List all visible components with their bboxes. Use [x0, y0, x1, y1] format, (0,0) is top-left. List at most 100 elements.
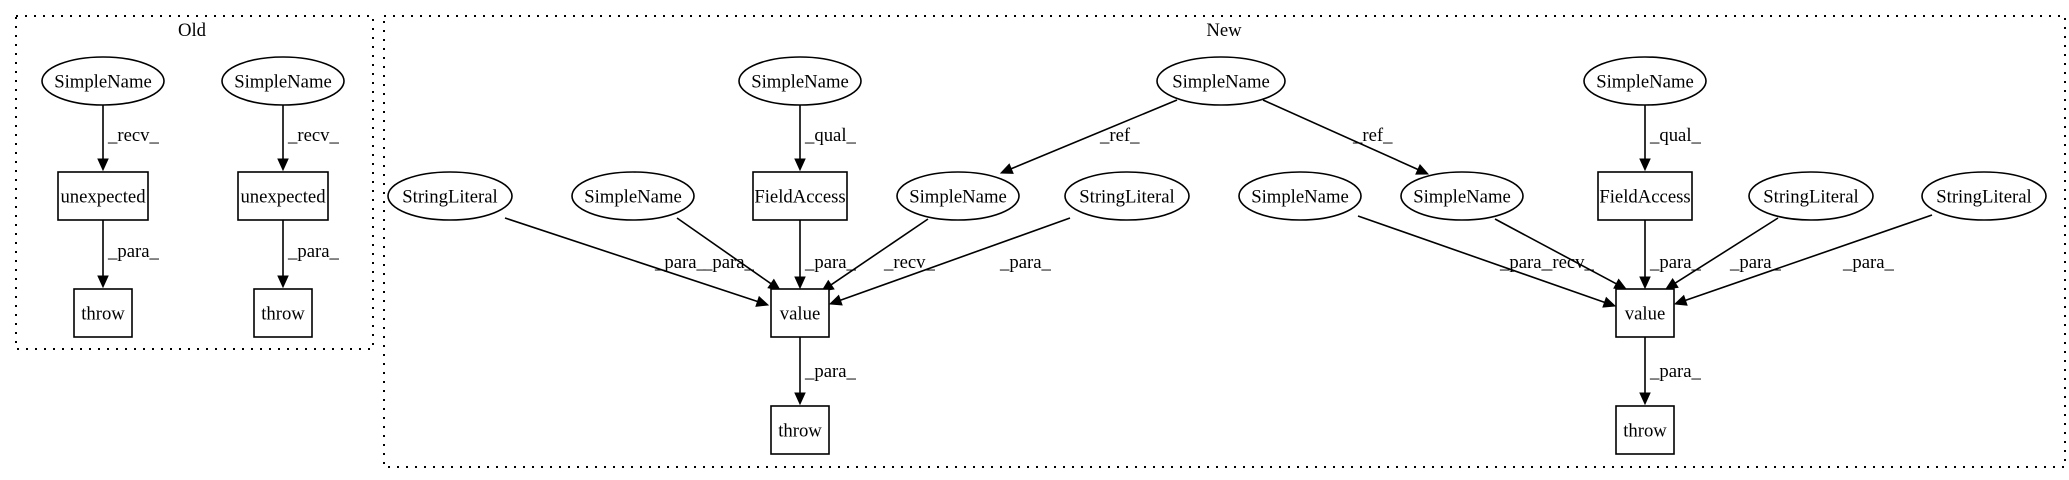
edge-label: _recv_: [883, 252, 935, 273]
edge-ref: _ref_: [999, 99, 1178, 174]
node-ellipse: [1156, 56, 1286, 106]
arrowhead-icon: [1602, 296, 1617, 308]
node-ellipse: [1748, 171, 1874, 221]
node-box: [1615, 405, 1675, 455]
node-label: SimpleName: [909, 187, 1007, 208]
cluster-new: New: [383, 15, 2066, 468]
arrowhead-icon: [1639, 158, 1651, 172]
node-simplename: SimpleName: [221, 56, 345, 106]
arrowhead-icon: [794, 276, 806, 290]
node-label: FieldAccess: [754, 187, 845, 208]
node-simplename: SimpleName: [1238, 171, 1362, 221]
arrowhead-icon: [794, 158, 806, 172]
arrowhead-icon: [1639, 392, 1651, 406]
edge-ref: _ref_: [1262, 99, 1430, 175]
node-unexpected: unexpected: [237, 171, 329, 221]
node-ellipse: [1921, 171, 2047, 221]
edge-recv: _recv_: [277, 105, 339, 172]
node-label: StringLiteral: [1079, 187, 1175, 208]
edge-label: _para_: [999, 252, 1051, 273]
node-value: value: [1615, 288, 1675, 338]
node-label: FieldAccess: [1599, 187, 1690, 208]
edge-label: _para_: [804, 252, 856, 273]
edge-para: _para_: [1639, 337, 1701, 406]
edge-line: [1674, 217, 1779, 284]
node-throw: throw: [253, 288, 313, 338]
node-simplename: SimpleName: [738, 56, 862, 106]
edge-label: _recv_: [1542, 252, 1594, 273]
node-box: [752, 171, 848, 221]
edge-label: _para_: [1729, 252, 1781, 273]
edge-para: _para_: [794, 220, 856, 290]
cluster-border: [15, 15, 374, 350]
edge-line: [504, 217, 758, 303]
node-ellipse: [1238, 171, 1362, 221]
node-ellipse: [1400, 171, 1524, 221]
node-box: [1597, 171, 1693, 221]
edge-label: _para_: [1842, 252, 1894, 273]
node-stringliteral: StringLiteral: [1064, 171, 1190, 221]
node-label: SimpleName: [1172, 72, 1270, 93]
node-throw: throw: [770, 405, 830, 455]
node-box: [57, 171, 149, 221]
cluster-label: Old: [178, 20, 207, 41]
node-ellipse: [896, 171, 1020, 221]
node-simplename: SimpleName: [1400, 171, 1524, 221]
node-simplename: SimpleName: [571, 171, 695, 221]
edge-para: _para_: [828, 217, 1071, 306]
arrowhead-icon: [277, 275, 289, 289]
edge-para: _para_: [277, 220, 339, 289]
node-label: throw: [1623, 421, 1667, 442]
node-value: value: [770, 288, 830, 338]
edge-line: [1685, 214, 1933, 302]
node-label: SimpleName: [584, 187, 682, 208]
node-ellipse: [41, 56, 165, 106]
edge-label: _para_: [107, 241, 159, 262]
arrowhead-icon: [794, 392, 806, 406]
edge-line: [676, 217, 772, 285]
edge-line: [1262, 99, 1419, 171]
node-label: throw: [81, 304, 125, 325]
edge-label: _para_: [1649, 361, 1701, 382]
node-ellipse: [1064, 171, 1190, 221]
node-stringliteral: StringLiteral: [1748, 171, 1874, 221]
node-label: unexpected: [240, 187, 326, 208]
node-label: SimpleName: [1413, 187, 1511, 208]
node-throw: throw: [1615, 405, 1675, 455]
node-simplename: SimpleName: [1583, 56, 1707, 106]
node-simplename: SimpleName: [41, 56, 165, 106]
node-stringliteral: StringLiteral: [387, 171, 513, 221]
edge-label: _para_: [702, 252, 754, 273]
node-fieldaccess: FieldAccess: [752, 171, 848, 221]
edge-label: _ref_: [1352, 125, 1393, 146]
node-ellipse: [387, 171, 513, 221]
edge-para: _para_: [1639, 220, 1701, 290]
node-box: [253, 288, 313, 338]
node-box: [770, 288, 830, 338]
arrowhead-icon: [755, 295, 770, 307]
arrowhead-icon: [277, 158, 289, 172]
node-label: SimpleName: [234, 72, 332, 93]
edge-qual: _qual_: [794, 105, 857, 172]
edge-para: _para_: [1357, 215, 1617, 308]
edge-line: [830, 218, 929, 286]
arrowhead-icon: [97, 275, 109, 289]
arrowhead-icon: [999, 163, 1014, 174]
edge-para: _para_: [504, 217, 770, 307]
edge-label: _ref_: [1099, 125, 1140, 146]
edge-para: _para_: [794, 337, 856, 406]
node-throw: throw: [73, 288, 133, 338]
node-label: SimpleName: [1596, 72, 1694, 93]
edge-line: [1494, 218, 1617, 285]
arrowhead-icon: [97, 158, 109, 172]
edge-line: [1010, 99, 1178, 170]
arrowhead-icon: [828, 294, 843, 306]
node-label: StringLiteral: [402, 187, 498, 208]
edge-label: _para_: [1499, 252, 1551, 273]
arrowhead-icon: [1639, 276, 1651, 290]
node-ellipse: [1583, 56, 1707, 106]
node-stringliteral: StringLiteral: [1921, 171, 2047, 221]
edge-para: _para_: [1673, 214, 1933, 306]
node-label: SimpleName: [54, 72, 152, 93]
